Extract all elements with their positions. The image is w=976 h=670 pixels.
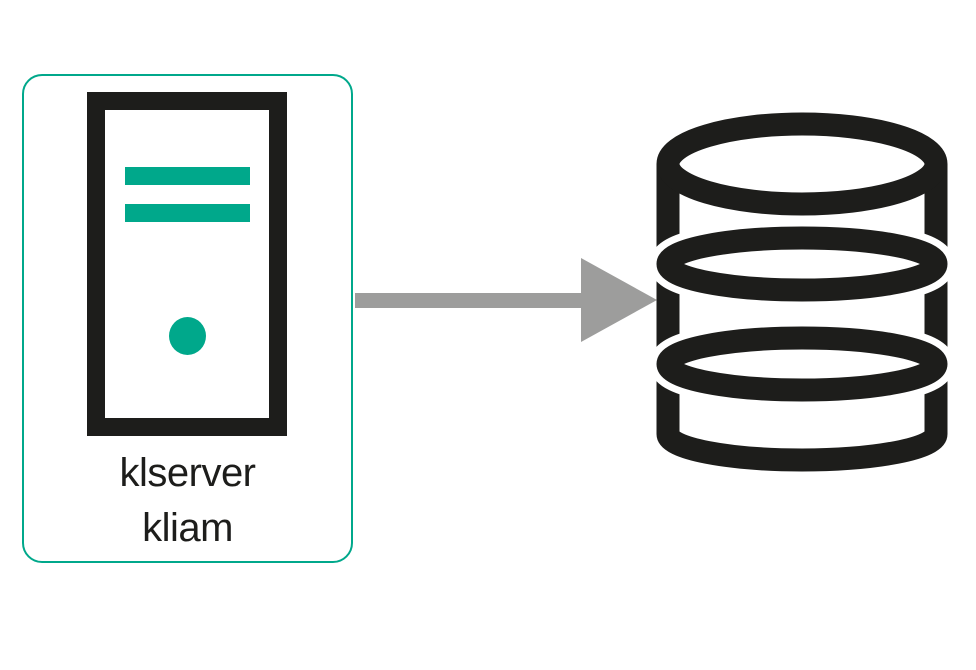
database-rim1 — [656, 226, 948, 302]
server-node-labels: klserver kliam — [24, 446, 351, 556]
arrow-head — [581, 258, 657, 342]
database-top-cap — [656, 112, 948, 216]
arrow-shaft — [355, 293, 585, 308]
server-label-line2: kliam — [142, 506, 233, 550]
server-power-dot — [169, 317, 206, 355]
server-vent-bar-top — [125, 167, 250, 185]
server-tower-icon — [87, 92, 287, 436]
database-rim2 — [656, 326, 948, 402]
database-icon — [652, 112, 952, 472]
server-label-line1: klserver — [119, 451, 256, 495]
arrow-right-icon — [355, 258, 657, 342]
server-vent-bar-bottom — [125, 204, 250, 222]
server-group-box: klserver kliam — [22, 74, 353, 563]
